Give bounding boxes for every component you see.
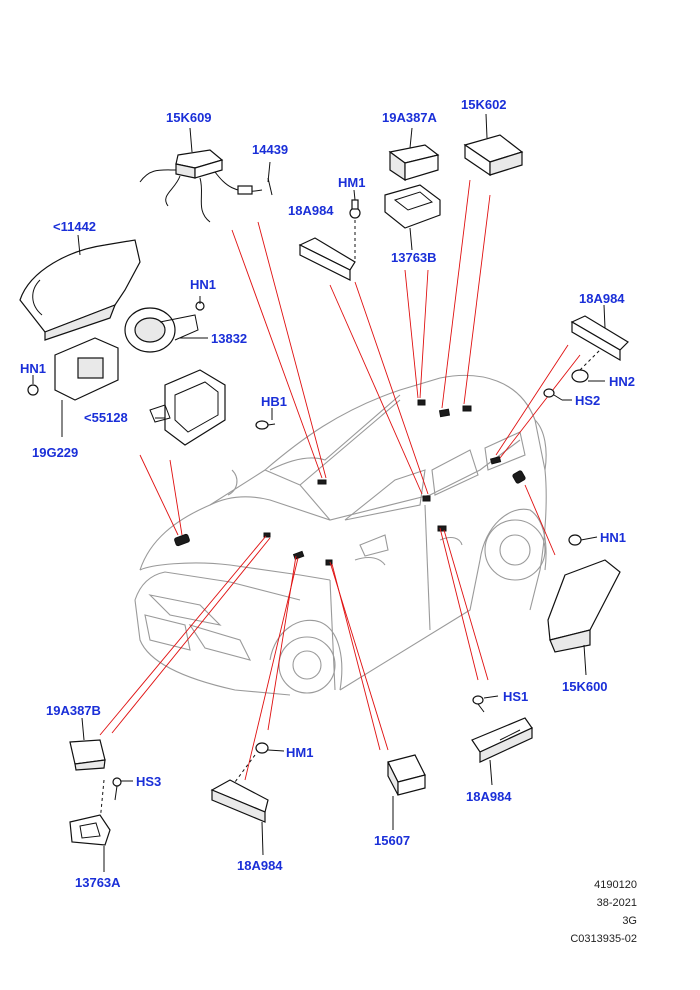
part-hn2-nut — [571, 349, 601, 383]
label-hs2[interactable]: HS2 — [575, 393, 601, 408]
part-hn1-right-nut — [568, 534, 582, 546]
part-13832-blower — [124, 307, 199, 353]
label-15k609[interactable]: 15K609 — [166, 110, 212, 125]
label-hm1-bottom[interactable]: HM1 — [286, 745, 314, 760]
label-11442[interactable]: <11442 — [53, 219, 97, 234]
leader-lines — [99, 179, 581, 781]
part-18a984-top-bracket — [298, 237, 356, 281]
part-18a984-right-bracket — [570, 315, 629, 362]
part-19g229-module — [54, 337, 119, 401]
reference-line-1: 4190120 — [594, 879, 637, 891]
label-18a984-bottom[interactable]: 18A984 — [237, 858, 283, 873]
vehicle-part-markers — [174, 399, 526, 566]
label-18a984-bottom-right[interactable]: 18A984 — [466, 789, 512, 804]
label-19a387a[interactable]: 19A387A — [382, 110, 437, 125]
label-hm1-top[interactable]: HM1 — [338, 175, 366, 190]
label-55128[interactable]: <55128 — [84, 410, 128, 425]
reference-line-3: 3G — [622, 915, 637, 927]
label-hn1-top[interactable]: HN1 — [190, 277, 217, 292]
label-14439[interactable]: 14439 — [252, 142, 289, 157]
reference-line-2: 38-2021 — [596, 897, 637, 909]
part-hb1-bolt — [255, 420, 276, 430]
part-19a387b-module — [69, 739, 106, 771]
part-hs1-screw — [472, 695, 485, 713]
reference-line-4: C0313935-02 — [570, 933, 637, 945]
part-11442-cover — [19, 239, 141, 341]
label-hs1[interactable]: HS1 — [503, 689, 529, 704]
part-13763a-bracket — [69, 814, 111, 846]
label-13832[interactable]: 13832 — [211, 331, 248, 346]
part-15k600-module — [547, 559, 621, 653]
label-15k600[interactable]: 15K600 — [562, 679, 608, 694]
label-15k602[interactable]: 15K602 — [461, 97, 507, 112]
label-13763b[interactable]: 13763B — [391, 250, 437, 265]
part-hs2-screw — [543, 388, 563, 401]
label-hb1[interactable]: HB1 — [261, 394, 288, 409]
label-hn2[interactable]: HN2 — [609, 374, 636, 389]
part-13763b-bracket — [384, 184, 441, 229]
part-55128-bracket — [149, 369, 226, 446]
label-19g229[interactable]: 19G229 — [32, 445, 79, 460]
label-hn1-right[interactable]: HN1 — [600, 530, 627, 545]
part-hm1-bottom-clip — [234, 742, 269, 783]
part-18a984-bottom-right-bracket — [471, 717, 533, 763]
label-13763a[interactable]: 13763A — [75, 875, 121, 890]
part-15k609-harness — [139, 149, 273, 223]
part-hs3-screw — [112, 777, 122, 801]
label-18a984-top[interactable]: 18A984 — [288, 203, 334, 218]
label-19a387b[interactable]: 19A387B — [46, 703, 101, 718]
part-hm1-top-clip — [349, 199, 361, 262]
label-15607[interactable]: 15607 — [374, 833, 411, 848]
part-15607-module — [387, 754, 426, 796]
vehicle-outline — [134, 375, 547, 696]
part-19a387a-module — [388, 144, 440, 182]
label-hn1-left[interactable]: HN1 — [20, 361, 47, 376]
label-18a984-right[interactable]: 18A984 — [579, 291, 625, 306]
label-hs3[interactable]: HS3 — [136, 774, 162, 789]
part-18a984-bottom-bracket — [210, 779, 269, 823]
part-15k602-module — [463, 134, 524, 177]
